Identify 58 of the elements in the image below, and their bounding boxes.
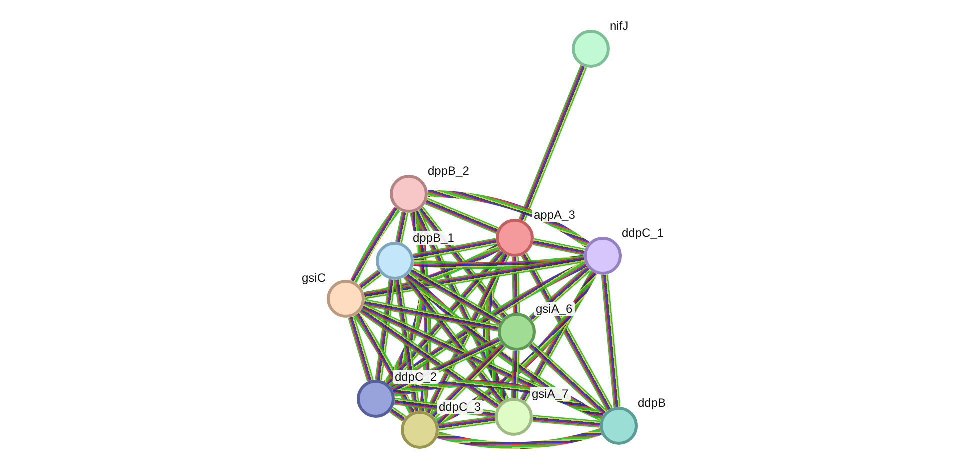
- protein-name: gsiC: [300, 271, 328, 285]
- interaction-line: [386, 250, 506, 387]
- interaction-line: [375, 279, 396, 381]
- protein-node-circle: [600, 407, 638, 445]
- interaction-line: [601, 274, 621, 408]
- interaction-line: [483, 253, 510, 402]
- protein-node-circle: [357, 380, 395, 418]
- interaction-line: [438, 416, 496, 431]
- interaction-line: [512, 256, 520, 314]
- interaction-line: [394, 380, 604, 420]
- protein-node-circle: [401, 411, 439, 449]
- protein-name: gsiA_7: [530, 387, 571, 401]
- interaction-line: [528, 342, 608, 416]
- interaction-line: [350, 206, 400, 284]
- interaction-line: [428, 190, 590, 248]
- protein-name: ddpC_2: [393, 370, 440, 384]
- interaction-line: [532, 238, 586, 256]
- protein-node-circle: [495, 398, 533, 436]
- interaction-line: [532, 415, 600, 428]
- protein-node-circle: [390, 175, 428, 213]
- protein-name: nifJ: [608, 19, 631, 33]
- interaction-line: [511, 350, 520, 398]
- interaction-line: [413, 238, 497, 261]
- protein-node-circle: [584, 237, 622, 275]
- protein-name: dppB_2: [426, 164, 472, 178]
- interaction-line: [395, 212, 409, 244]
- interaction-line: [362, 304, 604, 422]
- interaction-line: [425, 198, 499, 234]
- interaction-line: [418, 206, 508, 320]
- protein-name: dppB_1: [411, 231, 456, 245]
- interaction-line: [358, 270, 382, 290]
- interaction-line: [348, 316, 374, 382]
- interaction-line: [518, 65, 588, 222]
- interaction-line: [528, 266, 592, 322]
- protein-name: appA_3: [532, 208, 578, 222]
- interaction-line: [390, 407, 406, 422]
- interaction-line: [364, 256, 585, 300]
- interaction-line: [521, 252, 613, 412]
- interaction-line: [360, 307, 500, 409]
- interaction-line: [414, 255, 585, 270]
- interaction-line: [388, 261, 588, 390]
- protein-name: ddpC_1: [620, 226, 666, 240]
- interaction-line: [394, 279, 421, 412]
- interaction-line: [410, 268, 502, 326]
- interaction-line: [364, 299, 500, 332]
- interaction-line: [354, 312, 416, 414]
- protein-name: gsiA_6: [534, 302, 575, 316]
- protein-node-circle: [496, 219, 534, 257]
- interaction-line: [437, 428, 602, 450]
- interaction-line: [430, 343, 506, 419]
- protein-name: ddpB: [636, 396, 668, 410]
- protein-node-circle: [572, 30, 610, 68]
- interaction-line: [425, 253, 510, 415]
- protein-name: ddpC_3: [437, 400, 484, 414]
- protein-node-circle: [327, 280, 365, 318]
- protein-node-circle: [376, 242, 414, 280]
- interaction-line: [436, 271, 598, 426]
- interaction-line: [410, 212, 432, 412]
